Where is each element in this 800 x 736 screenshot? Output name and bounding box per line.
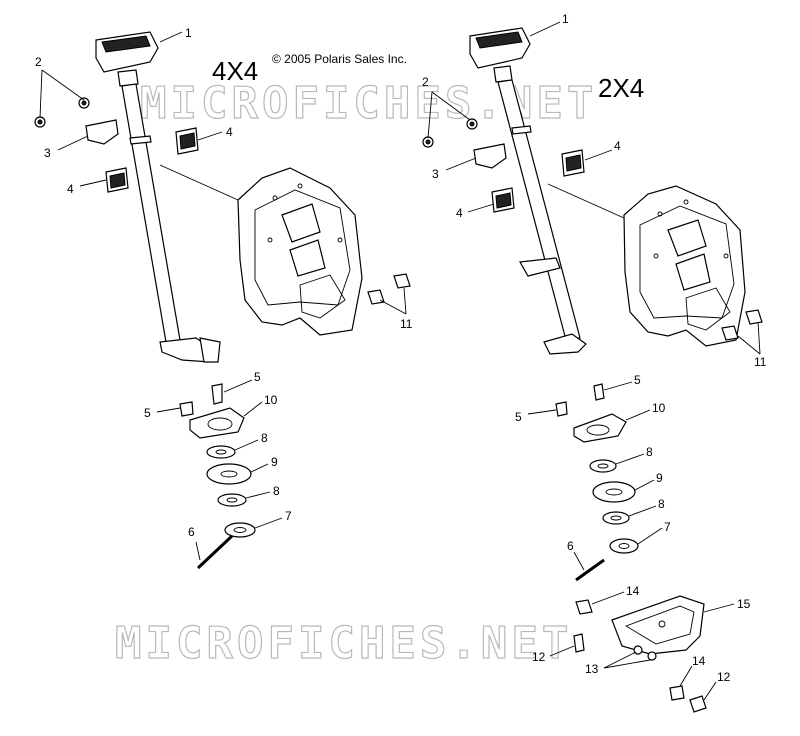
callout-8a-2x4: 8 — [646, 445, 653, 459]
callout-9-2x4: 9 — [656, 471, 663, 485]
bolt-2a-2x4 — [466, 118, 478, 130]
nut-14a-2x4 — [575, 599, 593, 615]
bolt-2a-4x4 — [78, 97, 90, 109]
steering-column-4x4 — [95, 31, 221, 363]
copyright-text: © 2005 Polaris Sales Inc. — [272, 52, 407, 66]
bushing-4b-2x4 — [491, 187, 515, 213]
steering-column-2x4 — [469, 27, 587, 355]
frame-bracket-2x4 — [547, 183, 746, 347]
callout-12a-2x4: 12 — [532, 650, 546, 664]
bolt-5b-4x4 — [179, 401, 194, 417]
bracket-15-2x4 — [611, 595, 705, 655]
callout-1-2x4: 1 — [562, 12, 569, 26]
bushing-9-2x4 — [592, 481, 636, 503]
callout-1-4x4: 1 — [185, 26, 192, 40]
callout-8a-4x4: 8 — [261, 431, 268, 445]
callout-2-2x4: 2 — [422, 75, 429, 89]
callout-4a-2x4: 4 — [614, 139, 621, 153]
bolt-5a-4x4 — [211, 383, 223, 405]
frame-bracket-4x4 — [159, 164, 363, 336]
clamp-3-4x4 — [85, 119, 119, 145]
callout-10-2x4: 10 — [652, 401, 666, 415]
washer-8a-4x4 — [206, 445, 236, 459]
nut-7-2x4 — [609, 538, 639, 554]
callout-6-2x4: 6 — [567, 539, 574, 553]
callout-5b-2x4: 5 — [515, 410, 522, 424]
nut-7-4x4 — [224, 522, 256, 538]
bearing-housing-10-2x4 — [573, 413, 627, 443]
nut-11a-4x4 — [393, 273, 411, 289]
bushing-4a-4x4 — [175, 127, 199, 155]
washer-8b-2x4 — [602, 511, 630, 525]
bolt-6-4x4 — [196, 534, 234, 570]
callout-8b-4x4: 8 — [273, 484, 280, 498]
callout-4b-2x4: 4 — [456, 206, 463, 220]
callout-14b-2x4: 14 — [692, 654, 706, 668]
title-2x4: 2X4 — [598, 73, 644, 103]
bolt-5b-2x4 — [555, 401, 568, 417]
callout-5a-4x4: 5 — [254, 370, 261, 384]
nut-11a-2x4 — [745, 309, 763, 325]
watermark-bottom: MICROFICHES.NET — [115, 618, 572, 669]
callout-2-4x4: 2 — [35, 55, 42, 69]
watermark-top: MICROFICHES.NET — [140, 78, 597, 129]
clamp-3-2x4 — [473, 143, 507, 169]
bolt-12b-2x4 — [689, 695, 707, 713]
callout-5b-4x4: 5 — [144, 406, 151, 420]
callout-11-2x4: 11 — [754, 355, 767, 369]
assembly-2x4: 1 2 3 4 4 5 5 10 8 9 8 7 6 11 14 15 12 1… — [422, 12, 767, 713]
callout-10-4x4: 10 — [264, 393, 278, 407]
callout-13-2x4: 13 — [585, 662, 599, 676]
callout-6-4x4: 6 — [188, 525, 195, 539]
callout-7-4x4: 7 — [285, 509, 292, 523]
bearing-housing-10-4x4 — [189, 407, 245, 439]
bolt-2b-2x4 — [422, 136, 434, 148]
callout-15-2x4: 15 — [737, 597, 751, 611]
callout-4a-4x4: 4 — [226, 125, 233, 139]
assembly-4x4: 1 2 3 4 4 5 5 10 8 9 8 7 6 11 — [34, 26, 413, 570]
washer-8a-2x4 — [589, 459, 617, 473]
callout-7-2x4: 7 — [664, 520, 671, 534]
nut-14b-2x4 — [669, 685, 685, 701]
washer-8b-4x4 — [217, 493, 247, 507]
callout-12b-2x4: 12 — [717, 670, 731, 684]
bushing-9-4x4 — [206, 463, 252, 485]
leaders-2x4 — [427, 21, 761, 701]
callout-9-4x4: 9 — [271, 455, 278, 469]
callout-5a-2x4: 5 — [634, 373, 641, 387]
bolt-5a-2x4 — [593, 383, 605, 401]
callout-3-2x4: 3 — [432, 167, 439, 181]
callout-4b-4x4: 4 — [67, 182, 74, 196]
bushing-4a-2x4 — [561, 149, 585, 177]
nut-11b-4x4 — [367, 289, 385, 305]
callout-11-4x4: 11 — [400, 317, 413, 331]
bushing-4b-4x4 — [105, 167, 129, 193]
stud-12a-2x4 — [573, 633, 585, 653]
bolts-13-2x4 — [633, 645, 657, 661]
bolt-6-2x4 — [575, 558, 605, 582]
callout-8b-2x4: 8 — [658, 497, 665, 511]
callout-3-4x4: 3 — [44, 146, 51, 160]
bolt-2b-4x4 — [34, 116, 46, 128]
callout-14a-2x4: 14 — [626, 584, 640, 598]
nut-11b-2x4 — [721, 325, 739, 341]
leaders-4x4 — [39, 31, 407, 561]
title-4x4: 4X4 — [212, 56, 258, 86]
